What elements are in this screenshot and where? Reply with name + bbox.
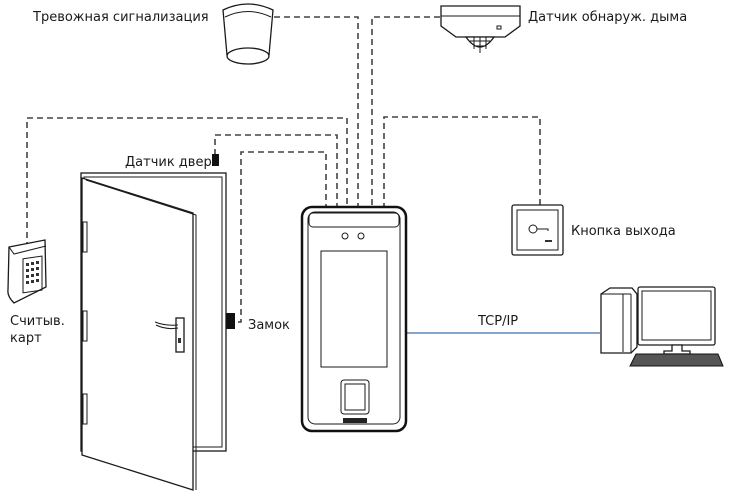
wire-door-sensor [214, 134, 338, 208]
door-sensor-label: Датчик двер [125, 155, 212, 170]
access-terminal-icon [300, 205, 408, 433]
door-icon [80, 154, 235, 491]
lock-label: Замок [248, 318, 290, 333]
smoke-detector-icon [440, 5, 521, 53]
wires [26, 16, 600, 334]
exit-button-label: Кнопка выхода [571, 224, 676, 239]
tcpip-label: TCP/IP [478, 314, 519, 329]
door-sensor-block [212, 154, 219, 166]
smoke-detector-label: Датчик обнаруж. дыма [528, 10, 688, 25]
wire-smoke [371, 16, 440, 208]
alarm-siren-icon [222, 3, 274, 65]
computer-icon [600, 286, 724, 367]
card-reader-icon [7, 239, 47, 304]
wire-card-reader [26, 117, 348, 248]
wire-alarm [274, 16, 359, 208]
card-reader-label-line1: Считыв. [10, 314, 65, 329]
exit-button-icon [511, 204, 564, 256]
wire-lock [238, 151, 327, 323]
lock-block [226, 313, 235, 329]
alarm-label: Тревожная сигнализация [33, 10, 209, 25]
wire-exit-button [383, 116, 541, 208]
card-reader-label-line2: карт [10, 331, 42, 346]
